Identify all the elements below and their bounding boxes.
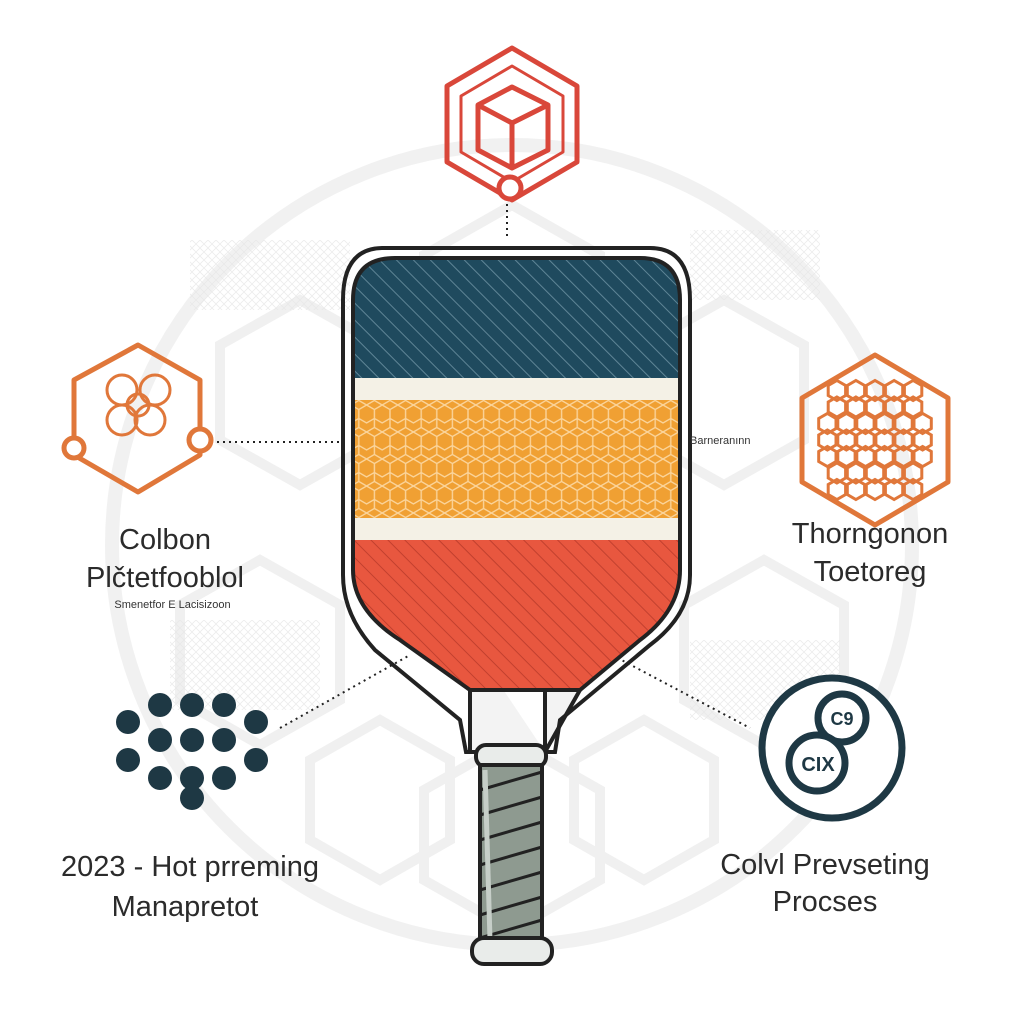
- honeycomb-cell: [883, 461, 905, 485]
- layer-navy-striped: [353, 258, 680, 380]
- honeycomb-cell: [912, 411, 933, 436]
- bottom-right-line2: Procses: [772, 886, 878, 918]
- honeycomb-cell: [855, 444, 876, 469]
- connector-bottom-right: [611, 654, 751, 729]
- honeycomb-cell: [845, 477, 867, 502]
- bottom-left-line2: Manapretot: [111, 891, 259, 923]
- texture-dot: [212, 728, 236, 752]
- honeycomb-cell: [855, 428, 876, 452]
- honeycomb-cell: [912, 428, 933, 452]
- paddle: [341, 246, 692, 966]
- honeycomb-cell: [902, 378, 924, 403]
- left-subtitle: Smenetfor E Lacisizoon: [114, 599, 231, 611]
- texture-dot: [180, 786, 204, 810]
- paddle-face-outline: [351, 256, 682, 692]
- honeycomb-cell: [893, 411, 914, 436]
- texture-dot: [244, 748, 268, 772]
- honeycomb-cell: [902, 395, 924, 419]
- left-title-line2: Plčtetfooblol: [86, 562, 244, 594]
- honeycomb-cell: [826, 395, 848, 419]
- honeycomb-cell: [874, 411, 895, 436]
- honeycomb-cell: [845, 461, 867, 485]
- cube-hexagon-icon: [444, 45, 580, 203]
- texture-dot: [148, 728, 172, 752]
- honeycomb-cell: [836, 428, 857, 452]
- honeycomb-cell: [883, 395, 905, 419]
- honeycomb-cell: [864, 378, 886, 403]
- bottom-right-line1: Colvl Prevseting: [720, 849, 930, 881]
- honeycomb-cell: [826, 378, 848, 403]
- right-title-line1: Thorngonon: [791, 518, 949, 550]
- layer-cream-lower: [353, 518, 680, 540]
- honeycomb-cell: [912, 444, 933, 469]
- texture-dot: [148, 693, 172, 717]
- dot-texture-icon: [116, 693, 268, 810]
- connector-lines: [205, 198, 751, 729]
- honeycomb-cell: [817, 428, 838, 452]
- right-title-line2: Toetoreg: [813, 556, 927, 588]
- texture-dot: [244, 710, 268, 734]
- circle-badge-icon: C9 CIX: [758, 674, 906, 822]
- bottom-left-line1: 2023 - Hot prreming: [61, 851, 319, 883]
- honeycomb-cell: [883, 477, 905, 502]
- layer-coral-striped: [353, 540, 680, 690]
- honeycomb-cell: [893, 428, 914, 452]
- honeycomb-cell: [836, 444, 857, 469]
- honeycomb-cell: [902, 461, 924, 485]
- honeycomb-cell: [826, 477, 848, 502]
- honeycomb-cell: [845, 378, 867, 403]
- honeycomb-cell: [864, 395, 886, 419]
- texture-dot: [116, 748, 140, 772]
- honeycomb-cell: [836, 411, 857, 436]
- layer-cream: [353, 378, 680, 400]
- connector-bottom-left: [279, 654, 411, 729]
- honeycomb-cell: [817, 411, 838, 436]
- badge-large-text: CIX: [801, 754, 835, 776]
- left-title-line1: Colbon: [119, 524, 211, 556]
- honeycomb-cell: [855, 411, 876, 436]
- honeycomb-cell: [874, 428, 895, 452]
- texture-dot: [180, 693, 204, 717]
- texture-dot: [116, 710, 140, 734]
- badge-small-text: C9: [830, 709, 853, 729]
- honeycomb-cell: [826, 461, 848, 485]
- grip-butt-cap: [470, 936, 554, 966]
- hexagon-molecule-icon: [61, 342, 214, 495]
- honeycomb-hexagon-icon: [799, 352, 951, 528]
- texture-dot: [180, 766, 204, 790]
- paddle-grip: [470, 743, 554, 966]
- honeycomb-cell: [874, 444, 895, 469]
- texture-dot: [180, 728, 204, 752]
- honeycomb-cell: [817, 444, 838, 469]
- layer-honeycomb-core: [353, 400, 680, 518]
- honeycomb-cell: [864, 461, 886, 485]
- texture-dot: [212, 693, 236, 717]
- right-small-label: Barneranınn: [690, 435, 751, 447]
- honeycomb-cell: [893, 444, 914, 469]
- honeycomb-cell: [902, 477, 924, 502]
- texture-dot: [148, 766, 172, 790]
- honeycomb-cell: [864, 477, 886, 502]
- texture-dot: [212, 766, 236, 790]
- honeycomb-cell: [845, 395, 867, 419]
- honeycomb-cell: [883, 378, 905, 403]
